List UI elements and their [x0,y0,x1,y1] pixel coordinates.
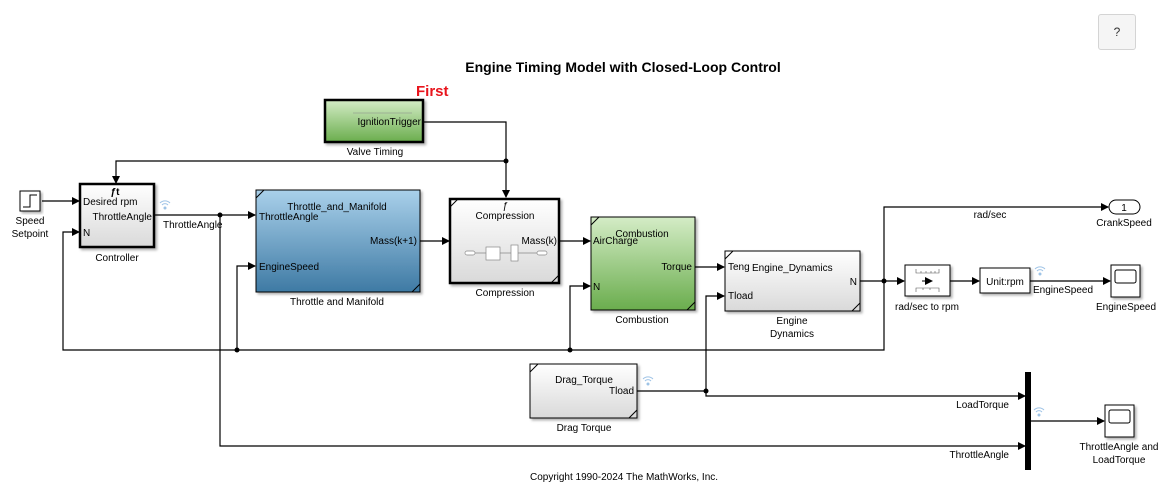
wire-engine-speed-to-throttle[interactable] [236,262,256,350]
step-icon [23,194,37,208]
throttle-load-scope-label: ThrottleAngle and [1080,442,1159,453]
controller-port-throttle-angle: ThrottleAngle [93,212,153,223]
compression-block[interactable]: ƒ Compression Mass(k) [448,197,561,285]
combustion-block[interactable]: Combustion AirCharge Torque N [590,216,696,311]
scale-icon [915,269,940,274]
logging-icon [1034,266,1046,276]
speed-setpoint-label: Speed [16,216,45,227]
help-button[interactable]: ? [1098,14,1136,50]
compression-inner-title: Compression [476,211,535,222]
throttle-load-scope-label-2: LoadTorque [1093,455,1146,466]
subsystem-corner [529,363,539,373]
speed-setpoint-block[interactable] [19,190,41,212]
combustion-port-torque: Torque [661,262,692,273]
signal-logging-icons [159,200,1046,417]
engine-dynamics-port-tload: Tload [728,291,753,302]
throttle-manifold-label: Throttle and Manifold [290,297,384,308]
valve-timing-port-out: IgnitionTrigger [357,117,421,128]
outport-number: 1 [1121,203,1127,214]
subsystem-corner [628,409,638,419]
throttle-manifold-port-throttle-angle: ThrottleAngle [259,212,319,223]
copyright-text: Copyright 1990-2024 The MathWorks, Inc. [530,472,718,483]
engine-speed-scope-label: EngineSpeed [1096,302,1156,313]
combustion-port-n: N [593,282,600,293]
throttle-manifold-port-engine-speed: EngineSpeed [259,262,319,273]
unit-rpm-block[interactable]: Unit:rpm [979,267,1031,294]
wire-ignition-trigger[interactable] [423,121,510,198]
throttle-load-scope[interactable] [1104,404,1135,438]
mux-block[interactable] [1025,372,1031,470]
scope-icon [1108,409,1131,424]
throttle-manifold-block[interactable]: Throttle_and_Manifold ThrottleAngle Mass… [255,189,421,293]
subsystem-corner [724,250,734,260]
trigger-icon: ƒ [502,201,508,212]
drag-torque-port-out: Tload [609,386,634,397]
valve-timing-block[interactable]: IgnitionTrigger [323,98,425,144]
subsystem-corner [851,302,861,312]
wire-feedback-n[interactable] [62,228,885,351]
unit-rpm-text: Unit:rpm [986,277,1024,288]
compression-inner-icon [464,244,548,262]
subsystem-corner [590,216,600,226]
crank-speed-label: CrankSpeed [1096,218,1152,229]
engine-dynamics-port-teng: Teng [728,262,750,273]
combustion-inner-title: Combustion [615,229,668,240]
controller-port-desired-rpm: Desired rpm [83,197,137,208]
throttle-manifold-port-mass: Mass(k+1) [370,236,417,247]
controller-label: Controller [95,253,139,264]
drag-torque-inner-title: Drag_Torque [555,375,613,386]
rad-to-rpm-label: rad/sec to rpm [895,302,959,313]
subsystem-corner [255,189,265,199]
signal-label-engine-speed: EngineSpeed [1033,285,1093,296]
signal-label-rad-sec: rad/sec [974,210,1007,221]
signal-label-throttle-angle: ThrottleAngle [163,220,223,231]
engine-dynamics-label-2: Dynamics [770,329,814,340]
wire-load-torque[interactable] [705,391,1026,400]
subsystem-corner [550,274,560,284]
speed-setpoint-label-2: Setpoint [12,229,49,240]
rad-to-rpm-block[interactable] [904,264,951,297]
wire-n-to-combustion[interactable] [569,282,591,350]
engine-dynamics-inner-title: Engine_Dynamics [752,263,833,274]
controller-block[interactable]: ƒt Desired rpm ThrottleAngle N [78,182,156,249]
combustion-port-aircharge: AirCharge [593,236,638,247]
combustion-label: Combustion [615,315,668,326]
crank-speed-outport[interactable]: 1 [1108,199,1141,215]
engine-dynamics-label: Engine [776,316,808,327]
wire-trigger-to-controller[interactable] [112,160,506,184]
signal-label-load-torque: LoadTorque [956,400,1009,411]
first-annotation: First [416,83,449,100]
trigger-icon: ƒt [111,187,121,198]
throttle-manifold-inner-title: Throttle_and_Manifold [287,202,387,213]
controller-port-n: N [83,228,90,239]
subsystem-corner [449,198,459,208]
drag-torque-block[interactable]: Drag_Torque Tload [529,363,638,419]
scope-icon [1114,269,1137,284]
signal-lines [42,121,1111,450]
logging-icon [1033,407,1045,417]
engine-speed-scope[interactable] [1110,264,1141,298]
subsystem-corner [686,301,696,311]
branch-point [503,158,509,164]
scale-icon [915,287,940,292]
compression-port-out: Mass(k) [521,236,557,247]
wire-rad-sec[interactable] [883,203,1109,281]
engine-dynamics-port-n: N [850,277,857,288]
valve-timing-label: Valve Timing [347,147,404,158]
engine-dynamics-block[interactable]: Teng Engine_Dynamics N Tload [724,250,861,312]
logging-icon [159,200,171,210]
signal-label-throttle-angle-bottom: ThrottleAngle [950,450,1010,461]
subsystem-corner [411,283,421,293]
wire-throttle-angle-to-mux[interactable] [219,215,1026,450]
wire-tload[interactable] [637,292,725,392]
logging-icon [642,376,654,386]
diagram-title: Engine Timing Model with Closed-Loop Con… [465,59,781,75]
compression-label: Compression [476,288,535,299]
drag-torque-label: Drag Torque [557,423,612,434]
